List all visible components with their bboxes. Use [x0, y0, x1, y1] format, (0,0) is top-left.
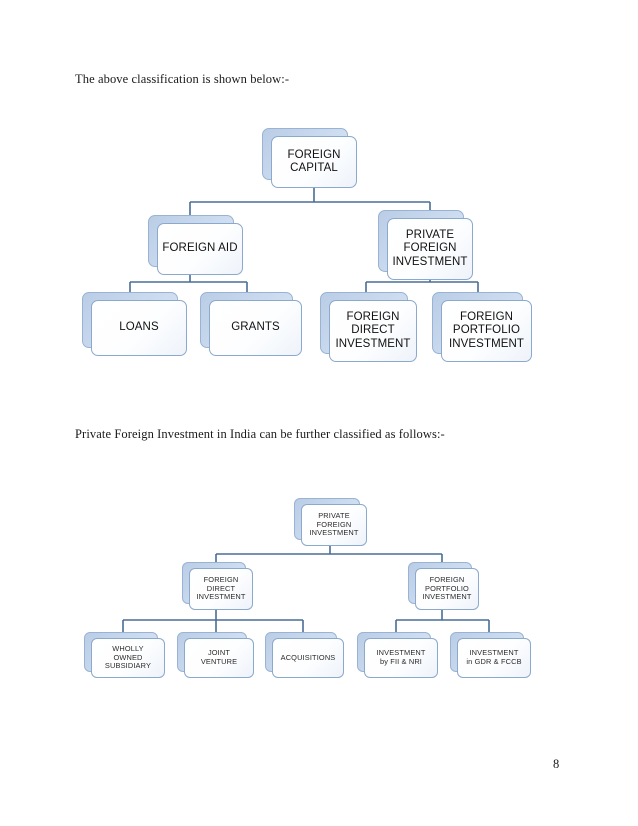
node-label: JOINT VENTURE	[200, 648, 238, 666]
node-joint-venture: JOINT VENTURE	[177, 632, 254, 678]
node-private-foreign-investment-root: PRIVATE FOREIGN INVESTMENT	[294, 498, 367, 546]
node-card: FOREIGN PORTFOLIO INVESTMENT	[441, 300, 532, 362]
node-label: PRIVATE FOREIGN INVESTMENT	[309, 511, 359, 538]
node-acquisitions: ACQUISITIONS	[265, 632, 344, 678]
private-foreign-investment-diagram: PRIVATE FOREIGN INVESTMENT FOREIGN DIREC…	[0, 490, 638, 705]
node-card: FOREIGN DIRECT INVESTMENT	[329, 300, 417, 362]
node-card: WHOLLY OWNED SUBSIDIARY	[91, 638, 165, 678]
node-foreign-direct-investment: FOREIGN DIRECT INVESTMENT	[320, 292, 417, 362]
node-foreign-capital: FOREIGN CAPITAL	[262, 128, 357, 188]
node-loans: LOANS	[82, 292, 187, 356]
node-label: ACQUISITIONS	[280, 652, 336, 662]
node-foreign-direct-investment: FOREIGN DIRECT INVESTMENT	[182, 562, 253, 610]
node-foreign-aid: FOREIGN AID	[148, 215, 243, 275]
node-card: GRANTS	[209, 300, 302, 356]
node-label: INVESTMENT in GDR & FCCB	[466, 648, 522, 666]
node-card: ACQUISITIONS	[272, 638, 344, 678]
node-card: FOREIGN CAPITAL	[271, 136, 357, 188]
node-private-foreign-investment: PRIVATE FOREIGN INVESTMENT	[378, 210, 473, 280]
node-wholly-owned-subsidiary: WHOLLY OWNED SUBSIDIARY	[84, 632, 165, 678]
paragraph-above-classification: The above classification is shown below:…	[75, 72, 290, 86]
node-card: JOINT VENTURE	[184, 638, 254, 678]
node-label: PRIVATE FOREIGN INVESTMENT	[392, 229, 468, 268]
node-foreign-portfolio-investment: FOREIGN PORTFOLIO INVESTMENT	[432, 292, 532, 362]
node-label: GRANTS	[231, 321, 280, 334]
node-investment-gdr-fccb: INVESTMENT in GDR & FCCB	[450, 632, 531, 678]
node-card: INVESTMENT in GDR & FCCB	[457, 638, 531, 678]
paragraph-private-foreign-investment: Private Foreign Investment in India can …	[75, 427, 445, 441]
node-grants: GRANTS	[200, 292, 302, 356]
node-label: FOREIGN DIRECT INVESTMENT	[196, 575, 246, 602]
node-label: WHOLLY OWNED SUBSIDIARY	[104, 644, 152, 671]
node-card: PRIVATE FOREIGN INVESTMENT	[387, 218, 473, 280]
node-foreign-portfolio-investment: FOREIGN PORTFOLIO INVESTMENT	[408, 562, 479, 610]
node-label: FOREIGN DIRECT INVESTMENT	[335, 311, 411, 350]
node-card: LOANS	[91, 300, 187, 356]
foreign-capital-diagram: FOREIGN CAPITAL FOREIGN AID PRIVATE FORE…	[0, 110, 638, 375]
node-card: PRIVATE FOREIGN INVESTMENT	[301, 504, 367, 546]
page-number: 8	[553, 757, 560, 771]
node-card: FOREIGN PORTFOLIO INVESTMENT	[415, 568, 479, 610]
node-card: INVESTMENT by FII & NRI	[364, 638, 438, 678]
node-label: LOANS	[119, 321, 159, 334]
node-label: FOREIGN PORTFOLIO INVESTMENT	[448, 311, 525, 350]
node-label: FOREIGN PORTFOLIO INVESTMENT	[422, 575, 472, 602]
node-label: FOREIGN CAPITAL	[287, 148, 341, 174]
node-card: FOREIGN DIRECT INVESTMENT	[189, 568, 253, 610]
node-card: FOREIGN AID	[157, 223, 243, 275]
node-label: INVESTMENT by FII & NRI	[376, 648, 426, 666]
node-investment-fii-nri: INVESTMENT by FII & NRI	[357, 632, 438, 678]
node-label: FOREIGN AID	[162, 242, 238, 255]
